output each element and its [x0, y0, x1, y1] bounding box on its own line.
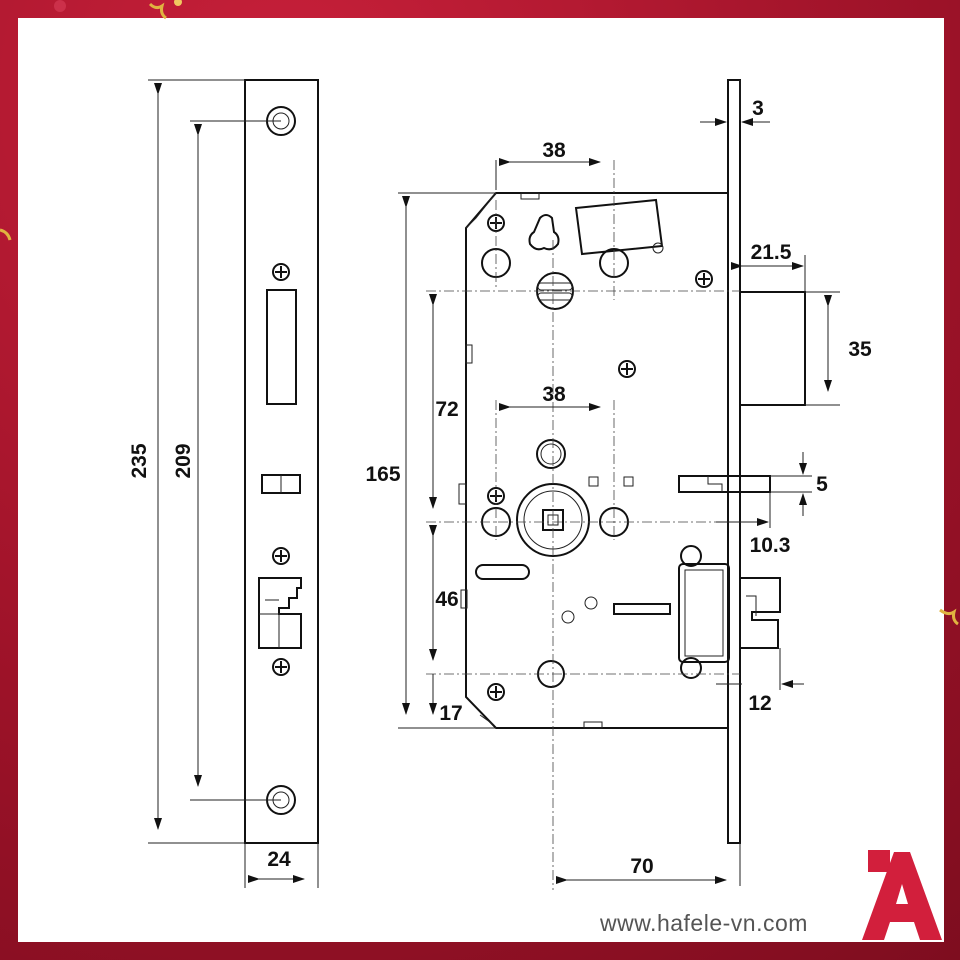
dim-faceplate-width: 24	[267, 848, 291, 871]
dim-latch-projection: 12	[748, 692, 771, 715]
drawing-panel	[18, 18, 944, 942]
dim-bottom-offset: 17	[439, 702, 462, 725]
faceplate-front-view	[244, 79, 319, 844]
dim-overall-height: 235	[128, 443, 151, 478]
dim-lower-spacing: 46	[435, 588, 458, 611]
dim-screw-spacing: 209	[172, 443, 195, 478]
dim-mid-spacing: 38	[542, 383, 566, 406]
dim-latch-gap: 5	[816, 473, 828, 496]
dim-backset: 70	[630, 855, 653, 878]
dim-body-height: 165	[365, 463, 400, 486]
dim-deadbolt-throw: 21.5	[751, 241, 792, 264]
website-url: www.hafele-vn.com	[600, 910, 808, 936]
dim-faceplate-thickness: 3	[752, 97, 764, 120]
dim-deadbolt-height: 35	[848, 338, 872, 361]
dim-upper-spacing: 72	[435, 398, 458, 421]
right-dimension-lines	[398, 80, 840, 886]
dim-latch-offset: 10.3	[750, 534, 791, 557]
centerlines	[426, 160, 740, 890]
lock-body-side-view	[458, 79, 806, 844]
dim-top-spacing: 38	[542, 139, 566, 162]
hafele-a-logo-icon	[862, 850, 942, 940]
left-dimension-lines	[148, 79, 319, 888]
